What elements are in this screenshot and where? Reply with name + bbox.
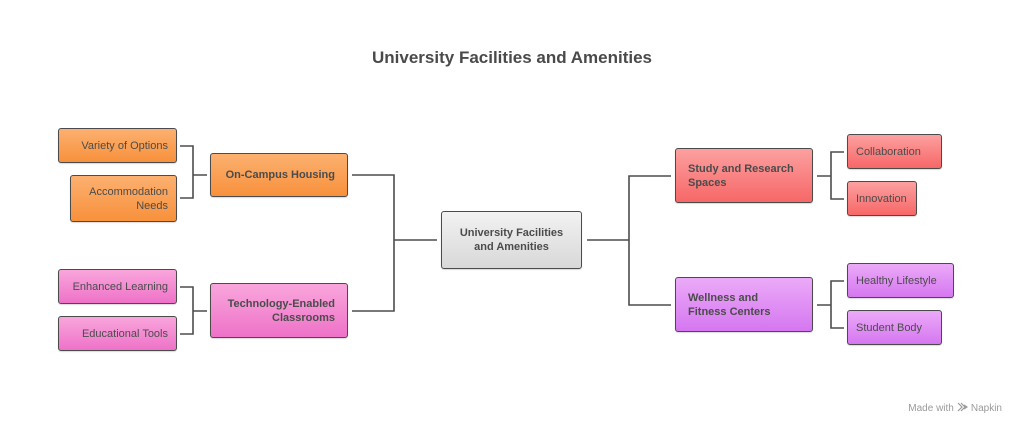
branch-label: On-Campus Housing [225,169,335,181]
root-node[interactable]: University Facilities and Amenities [441,211,582,269]
leaf-label: Enhanced Learning [72,280,168,293]
branch-label: Wellness and Fitness Centers [688,291,771,318]
leaf-label: Healthy Lifestyle [856,274,937,287]
leaf-label: Innovation [856,192,907,205]
leaf-collaboration[interactable]: Collaboration [847,134,942,169]
branch-wellness-and-fitness-centers[interactable]: Wellness and Fitness Centers [675,277,813,332]
branch-label: Study and Research Spaces [688,162,794,189]
root-label: University Facilities and Amenities [459,227,564,253]
leaf-label: Collaboration [856,145,921,158]
leaf-accommodation-needs[interactable]: Accommodation Needs [70,175,177,222]
watermark-brand: Napkin [970,403,1002,414]
leaf-educational-tools[interactable]: Educational Tools [58,316,177,351]
leaf-label: Accommodation Needs [89,185,168,212]
connector-root-left [352,174,437,312]
leaf-student-body[interactable]: Student Body [847,310,942,345]
branch-label: Technology-Enabled Classrooms [227,297,335,324]
napkin-logo-icon [957,402,968,415]
diagram-title: University Facilities and Amenities [372,48,652,67]
branch-technology-enabled-classrooms[interactable]: Technology-Enabled Classrooms [210,283,348,338]
leaf-label: Student Body [856,321,923,334]
connector-study-children [817,151,844,200]
connector-root-right [587,175,671,306]
leaf-label: Variety of Options [81,139,168,152]
leaf-innovation[interactable]: Innovation [847,181,917,216]
connector-classrooms-children [180,286,207,335]
leaf-label: Educational Tools [81,327,168,340]
leaf-variety-of-options[interactable]: Variety of Options [58,128,177,163]
connector-housing-children [180,145,207,199]
branch-on-campus-housing[interactable]: On-Campus Housing [210,153,348,197]
watermark[interactable]: Made with Napkin [908,402,1002,415]
branch-study-and-research-spaces[interactable]: Study and Research Spaces [675,148,813,203]
leaf-enhanced-learning[interactable]: Enhanced Learning [58,269,177,304]
watermark-prefix: Made with [908,403,954,414]
leaf-healthy-lifestyle[interactable]: Healthy Lifestyle [847,263,954,298]
connector-wellness-children [817,280,844,329]
